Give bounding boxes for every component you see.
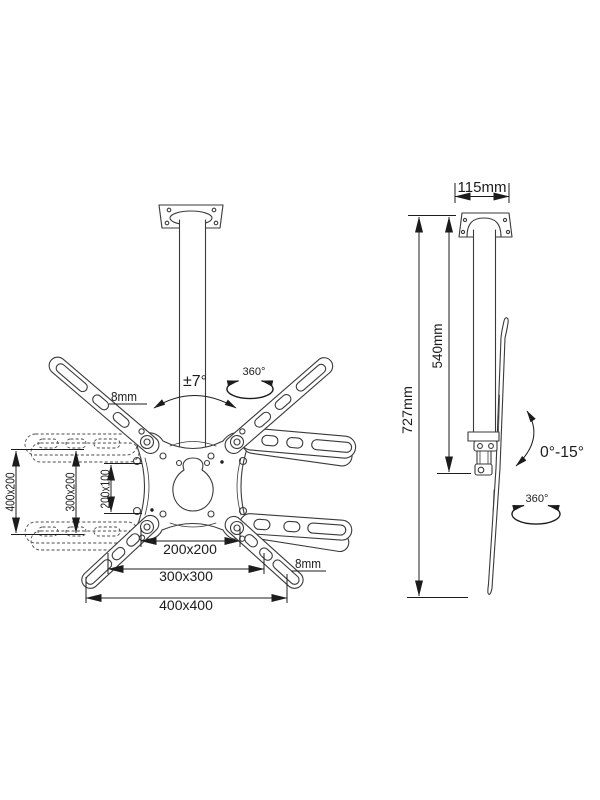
mount-arm-lower-left — [81, 514, 160, 589]
mount-arm-upper-right — [224, 357, 334, 455]
mount-arm-lower-right — [224, 515, 304, 589]
dimension-arm-thickness-bottom: 8mm — [291, 556, 326, 572]
dimension-total-drop: 727mm — [399, 215, 468, 598]
label-vesa-400x400: 400x400 — [159, 597, 213, 613]
label-tilt-pm7: ±7° — [183, 373, 207, 390]
annotation-rotation-front: 360° — [226, 366, 274, 400]
label-8mm-bottom: 8mm — [295, 556, 321, 571]
tv-plate-profile — [487, 317, 509, 595]
mount-arm-upper-left — [48, 356, 160, 454]
label-vesa-200x200: 200x200 — [163, 541, 217, 557]
hidden-extended-arms — [24, 433, 142, 551]
dimension-arm-thickness-top: 8mm — [109, 389, 147, 405]
label-vesa-200x100: 200x100 — [98, 470, 113, 509]
dimension-pole-length: 540mm — [429, 216, 471, 474]
label-540mm: 540mm — [429, 324, 445, 369]
label-vesa-300x300: 300x300 — [159, 568, 213, 584]
label-rotation-side: 360° — [526, 493, 549, 505]
keyhole-cutout — [172, 457, 214, 512]
annotation-tilt-side: 0°-15° — [515, 410, 584, 467]
mounting-pole-front — [178, 219, 207, 456]
tilt-arc-arrow-side — [515, 410, 536, 467]
rotation-ellipse-arrow — [226, 380, 274, 400]
label-115mm: 115mm — [458, 179, 507, 196]
label-727mm: 727mm — [399, 386, 415, 434]
label-tilt-0-15: 0°-15° — [540, 444, 584, 461]
label-8mm-top: 8mm — [111, 389, 137, 404]
tilt-arc-arrow — [153, 395, 237, 409]
ceiling-plate-front — [158, 204, 224, 229]
annotation-tilt-front: ±7° — [153, 373, 237, 409]
label-rotation-front: 360° — [243, 366, 266, 378]
label-vesa-400x200: 400x200 — [3, 473, 18, 512]
dimension-vesa-horizontal: 200x200 300x300 400x400 — [85, 528, 288, 613]
annotation-rotation-side: 360° — [511, 493, 561, 525]
mounting-pole-side — [467, 228, 500, 442]
side-view: 115mm — [399, 179, 584, 598]
dimension-vesa-vertical: 400x200 300x200 200x100 — [3, 449, 142, 535]
rotation-ellipse-arrow-side — [511, 504, 561, 525]
dimension-plate-width: 115mm — [454, 179, 510, 203]
tilt-hinge-bracket — [473, 440, 498, 476]
ceiling-plate-side — [458, 212, 513, 238]
label-vesa-300x200: 300x200 — [63, 473, 78, 512]
front-view: 8mm ±7° 360° 400x200 300x200 200x100 — [3, 204, 357, 613]
extension-bar-upper — [239, 427, 357, 459]
